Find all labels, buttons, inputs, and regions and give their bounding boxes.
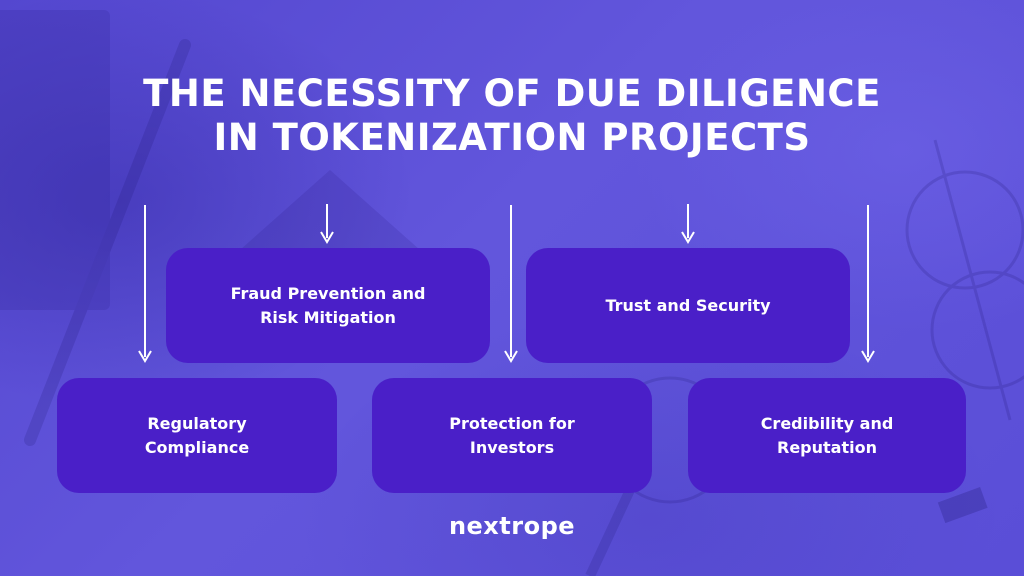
protection-investors-label: Protection for Investors [449, 413, 575, 457]
box-protection-investors: Protection for Investors [372, 378, 652, 493]
title-line-2: IN TOKENIZATION PROJECTS [213, 116, 811, 159]
box-fraud-prevention: Fraud Prevention and Risk Mitigation [166, 248, 490, 363]
regulatory-compliance-label: Regulatory Compliance [144, 413, 250, 457]
arrow-trust-security [681, 204, 695, 244]
box-credibility-reputation: Credibility and Reputation [688, 378, 966, 493]
title-line-1: THE NECESSITY OF DUE DILIGENCE [143, 72, 881, 115]
fraud-prevention-line-2: Risk Mitigation [260, 307, 396, 327]
box-trust-security: Trust and Security [526, 248, 850, 363]
arrow-regulatory-compliance [138, 205, 152, 363]
arrow-fraud-prevention [320, 204, 334, 244]
arrow-credibility-reputation [861, 205, 875, 363]
fraud-prevention-line-1: Fraud Prevention and [230, 283, 426, 303]
logo-text: nextrope [448, 512, 576, 540]
box-regulatory-compliance: Regulatory Compliance [57, 378, 337, 493]
arrow-protection-investors [504, 205, 518, 363]
trust-security-label: Trust and Security [605, 295, 771, 315]
page-title: THE NECESSITY OF DUE DILIGENCE IN TOKENI… [0, 72, 1024, 160]
nextrope-logo: nextrope [0, 512, 1024, 540]
credibility-reputation-label: Credibility and Reputation [760, 413, 894, 457]
